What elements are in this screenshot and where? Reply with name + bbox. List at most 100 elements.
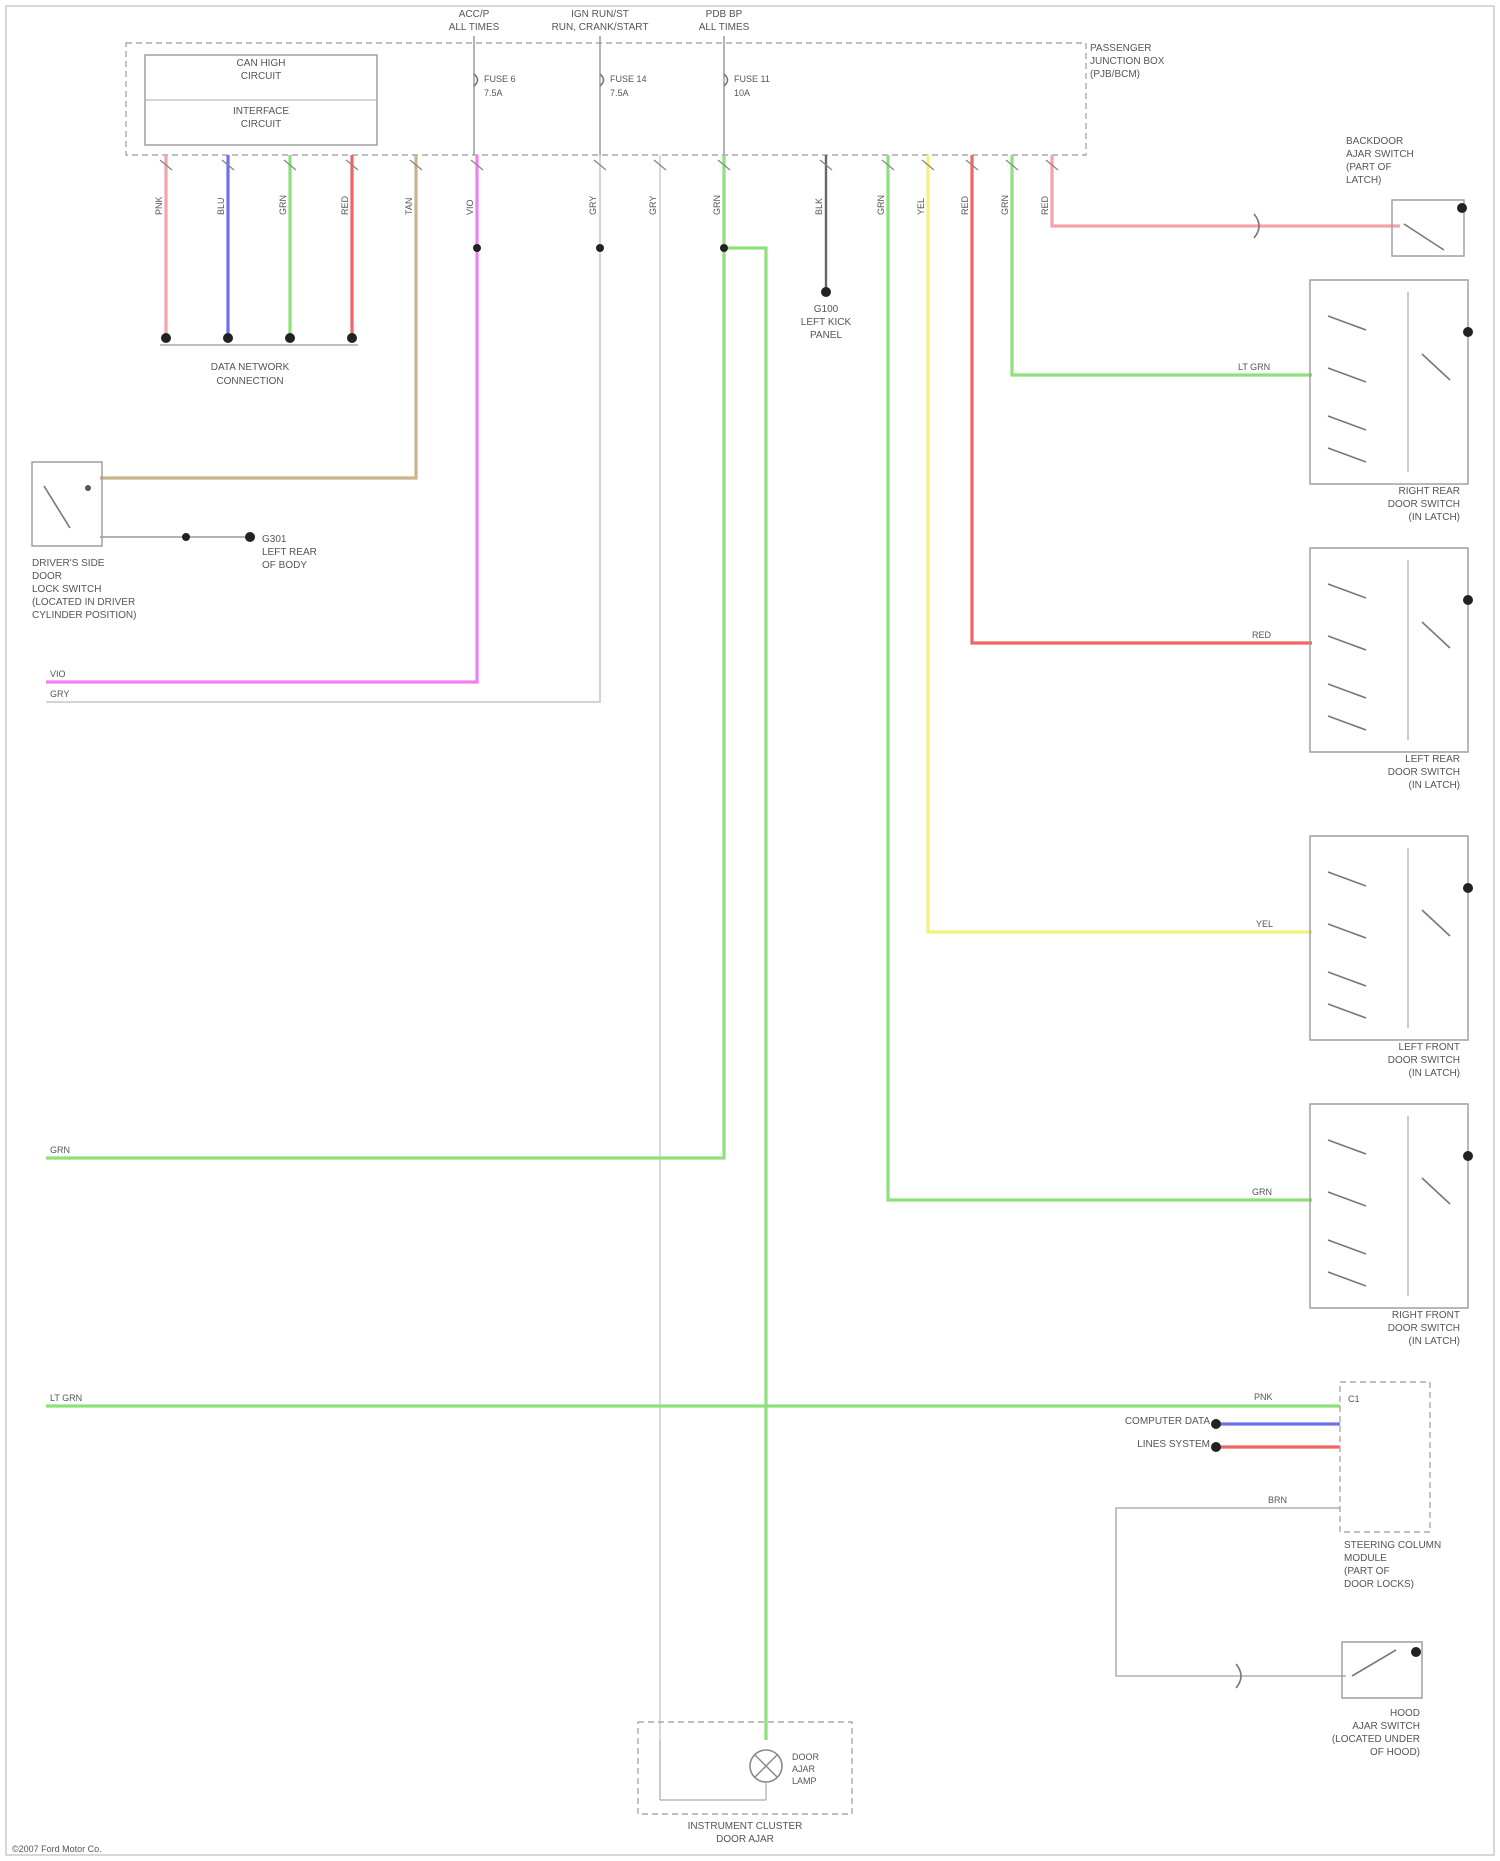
wire-tan-driver-switch bbox=[100, 155, 416, 478]
door-switch-rr: RIGHT REAR DOOR SWITCH (IN LATCH) bbox=[1310, 280, 1473, 523]
mid-code-1: LT GRN bbox=[1238, 362, 1270, 372]
data-link-label-2: CONNECTION bbox=[216, 376, 283, 387]
module-name-2: JUNCTION BOX bbox=[1090, 56, 1165, 67]
wire-code-11: GRN bbox=[876, 195, 886, 215]
mid-code-5: PNK bbox=[1254, 1392, 1273, 1402]
cluster-label-1: INSTRUMENT CLUSTER bbox=[688, 1821, 803, 1832]
driver-door-lock-switch: DRIVER'S SIDE DOOR LOCK SWITCH (LOCATED … bbox=[32, 462, 317, 621]
hood-ajar-switch: HOOD AJAR SWITCH (LOCATED UNDER OF HOOD) bbox=[1236, 1642, 1422, 1758]
driver-switch-label-5: CYLINDER POSITION) bbox=[32, 610, 136, 621]
cluster-lamp-2: AJAR bbox=[792, 1764, 816, 1774]
door-switch-lf: LEFT FRONT DOOR SWITCH (IN LATCH) bbox=[1310, 836, 1473, 1079]
door-rf-label-3: (IN LATCH) bbox=[1409, 1336, 1460, 1347]
junction-box-module: CAN HIGH CIRCUIT INTERFACE CIRCUIT PASSE… bbox=[126, 43, 1165, 155]
driver-switch-ground-3: OF BODY bbox=[262, 560, 307, 571]
fuse-feed-1-code: ACC/P bbox=[459, 9, 490, 20]
door-lf-label-3: (IN LATCH) bbox=[1409, 1068, 1460, 1079]
wires bbox=[46, 155, 1400, 1740]
wire-code-10: BLK bbox=[814, 198, 824, 215]
left-edge-code-4: LT GRN bbox=[50, 1393, 82, 1403]
circuit-label-4: CIRCUIT bbox=[241, 119, 282, 130]
door-lr-label-3: (IN LATCH) bbox=[1409, 780, 1460, 791]
ground-label-2: LEFT KICK bbox=[801, 317, 852, 328]
combo-label-1: STEERING COLUMN bbox=[1344, 1540, 1441, 1551]
combo-input-1: COMPUTER DATA bbox=[1125, 1416, 1211, 1427]
fuse-1-name: FUSE 6 bbox=[484, 74, 516, 84]
hood-label-1: HOOD bbox=[1390, 1708, 1420, 1719]
fuse-feed-1-sub: ALL TIMES bbox=[449, 22, 500, 33]
circuit-label-3: INTERFACE bbox=[233, 106, 289, 117]
door-lr-label-2: DOOR SWITCH bbox=[1388, 767, 1460, 778]
wire-yel-lf-door bbox=[928, 155, 1312, 932]
left-edge-code-2: GRY bbox=[50, 689, 69, 699]
mid-code-6: BRN bbox=[1268, 1495, 1287, 1505]
backdoor-label-1: BACKDOOR bbox=[1346, 136, 1403, 147]
wire-code-13: RED bbox=[960, 195, 970, 215]
wire-code-7: GRY bbox=[588, 196, 598, 215]
driver-switch-ground-1: G301 bbox=[262, 534, 287, 545]
wire-code-5: TAN bbox=[404, 198, 414, 215]
splice-dots bbox=[161, 244, 1221, 1452]
combo-input-2: LINES SYSTEM bbox=[1137, 1439, 1210, 1450]
circuit-label-2: CIRCUIT bbox=[241, 71, 282, 82]
wire-hood-loop bbox=[1116, 1508, 1346, 1676]
door-rr-label-3: (IN LATCH) bbox=[1409, 512, 1460, 523]
module-pins bbox=[160, 160, 1058, 170]
fuse-2-rating: 7.5A bbox=[610, 88, 629, 98]
fuse-feed-3-code: PDB BP bbox=[706, 9, 743, 20]
wire-grn-left-edge bbox=[46, 155, 724, 1158]
hood-label-4: OF HOOD) bbox=[1370, 1747, 1420, 1758]
wire-code-12: YEL bbox=[916, 198, 926, 215]
instrument-cluster: DOOR AJAR LAMP INSTRUMENT CLUSTER DOOR A… bbox=[638, 1722, 852, 1845]
steering-column-module: C1 STEERING COLUMN MODULE (PART OF DOOR … bbox=[1125, 1382, 1441, 1590]
door-lr-label-1: LEFT REAR bbox=[1405, 754, 1460, 765]
module-name-3: (PJB/BCM) bbox=[1090, 69, 1140, 80]
module-name-1: PASSENGER bbox=[1090, 43, 1152, 54]
mid-code-3: YEL bbox=[1256, 919, 1273, 929]
circuit-label-1: CAN HIGH bbox=[237, 58, 286, 69]
door-rr-label-1: RIGHT REAR bbox=[1399, 486, 1461, 497]
wire-code-3: GRN bbox=[278, 195, 288, 215]
wire-grn-rr-door bbox=[1012, 155, 1312, 375]
driver-switch-label-2: DOOR bbox=[32, 571, 62, 582]
driver-switch-ground-2: LEFT REAR bbox=[262, 547, 317, 558]
door-rr-label-2: DOOR SWITCH bbox=[1388, 499, 1460, 510]
wire-grn-rf-door bbox=[888, 155, 1312, 1200]
mid-code-4: GRN bbox=[1252, 1187, 1272, 1197]
combo-label-4: DOOR LOCKS) bbox=[1344, 1579, 1414, 1590]
wire-code-8: GRY bbox=[648, 196, 658, 215]
fuse-feed-2-code: IGN RUN/ST bbox=[571, 9, 629, 20]
driver-switch-label-4: (LOCATED IN DRIVER bbox=[32, 597, 135, 608]
door-lf-label-1: LEFT FRONT bbox=[1399, 1042, 1460, 1053]
combo-label-3: (PART OF bbox=[1344, 1566, 1390, 1577]
hood-label-2: AJAR SWITCH bbox=[1352, 1721, 1420, 1732]
combo-label-2: MODULE bbox=[1344, 1553, 1387, 1564]
wire-code-14: GRN bbox=[1000, 195, 1010, 215]
cluster-lamp-1: DOOR bbox=[792, 1752, 820, 1762]
driver-switch-label-1: DRIVER'S SIDE bbox=[32, 558, 105, 569]
wire-grn-cluster bbox=[724, 248, 766, 1740]
fuse-2-name: FUSE 14 bbox=[610, 74, 647, 84]
data-link-label-1: DATA NETWORK bbox=[211, 362, 290, 373]
mid-code-2: RED bbox=[1252, 630, 1272, 640]
cluster-lamp-3: LAMP bbox=[792, 1776, 817, 1786]
backdoor-label-4: LATCH) bbox=[1346, 175, 1381, 186]
wire-red-lr-door bbox=[972, 155, 1312, 643]
ground-label-1: G100 bbox=[814, 304, 839, 315]
door-rf-label-2: DOOR SWITCH bbox=[1388, 1323, 1460, 1334]
fuse-1-rating: 7.5A bbox=[484, 88, 503, 98]
copyright: ©2007 Ford Motor Co. bbox=[12, 1844, 102, 1854]
combo-pin-a: C1 bbox=[1348, 1394, 1360, 1404]
cluster-label-2: DOOR AJAR bbox=[716, 1834, 774, 1845]
driver-switch-label-3: LOCK SWITCH bbox=[32, 584, 101, 595]
door-rf-label-1: RIGHT FRONT bbox=[1392, 1310, 1460, 1321]
ground-label-3: PANEL bbox=[810, 330, 842, 341]
wire-code-4: RED bbox=[340, 195, 350, 215]
hood-label-3: (LOCATED UNDER bbox=[1332, 1734, 1420, 1745]
fuse-feed-3-sub: ALL TIMES bbox=[699, 22, 750, 33]
wire-code-15: RED bbox=[1040, 195, 1050, 215]
backdoor-label-2: AJAR SWITCH bbox=[1346, 149, 1414, 160]
wire-code-2: BLU bbox=[216, 197, 226, 215]
fuse-feed-2-sub: RUN, CRANK/START bbox=[552, 22, 649, 33]
wire-code-1: PNK bbox=[154, 196, 164, 215]
